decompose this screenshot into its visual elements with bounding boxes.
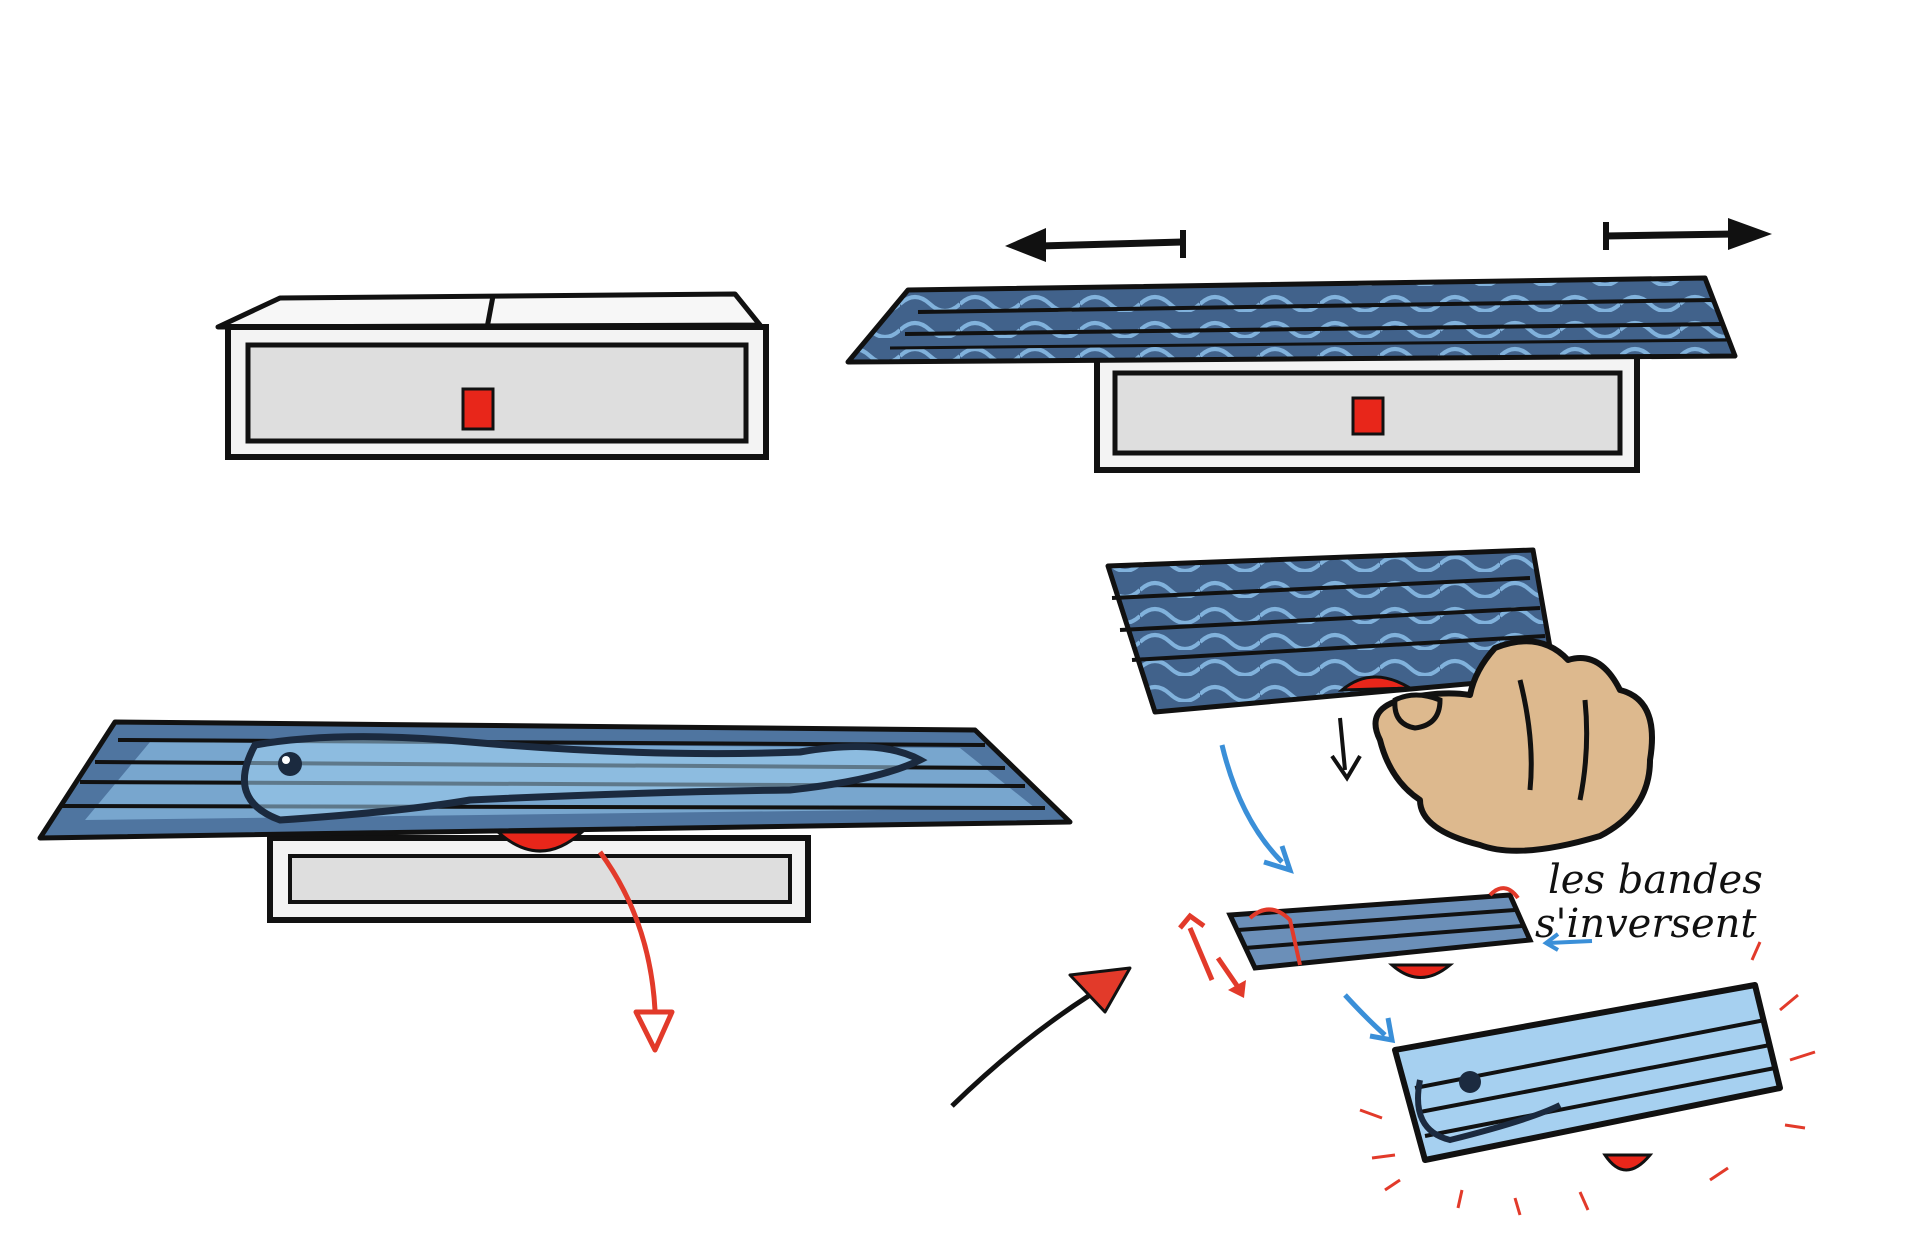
left-arrow — [1039, 238, 1183, 250]
fish-eye-icon — [1459, 1071, 1481, 1093]
panel-manipulation: les bandes s'inversent — [1105, 547, 1816, 1216]
blue-arrow — [1219, 744, 1284, 864]
right-arrow — [1604, 230, 1736, 240]
sparkle-marks — [1359, 941, 1816, 1216]
hand-pinch-icon — [1372, 638, 1655, 854]
panel-image-revealed — [37, 719, 1073, 1053]
fish-outline — [240, 733, 928, 824]
fish-eye-icon — [278, 752, 302, 776]
panel-closed-box — [215, 291, 769, 460]
sliding-lid — [845, 275, 1738, 365]
annotation-line-1: les bandes — [1548, 857, 1763, 903]
final-image-lid — [1392, 982, 1783, 1163]
annotation-line-2: s'inversent — [1535, 901, 1757, 947]
red-button — [494, 830, 586, 853]
red-button — [1351, 396, 1385, 436]
inverting-bands — [1226, 892, 1534, 971]
red-button — [461, 387, 495, 431]
panel-lid-sliding — [845, 218, 1772, 473]
connecting-arrow — [950, 966, 1132, 1108]
drop-arrow — [597, 850, 658, 1011]
